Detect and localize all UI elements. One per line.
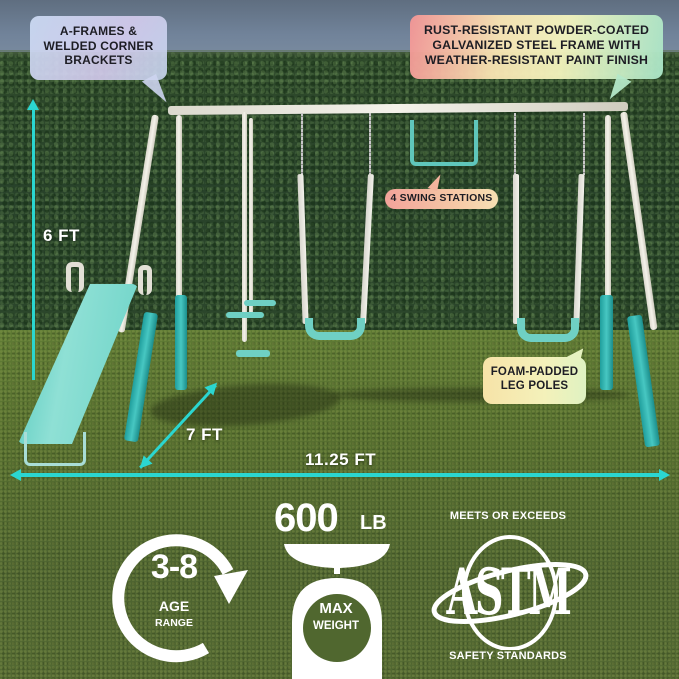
swing-strap [513,174,519,324]
arrow-head-left [10,469,21,481]
glider-rod [242,112,247,342]
belt-swing-seat [305,318,365,340]
callout-line: WELDED CORNER [43,38,154,53]
belt-swing-seat [517,318,579,342]
aframe-callout: A-FRAMES & WELDED CORNER BRACKETS [30,16,171,108]
arrow-head-up [27,99,39,110]
callout-line: LEG POLES [500,380,569,393]
right-leg-back [605,115,611,305]
swing-stations-callout: 4 SWING STATIONS [385,171,498,209]
callout-line: FOAM-PADDED [490,366,579,378]
callout-line: GALVANIZED STEEL FRAME WITH [432,38,641,52]
arrow-head-right [659,469,670,481]
age-label: AGE [158,598,190,614]
age-value: 3-8 [150,548,198,586]
foam-padding-callout: FOAM-PADDED LEG POLES [483,343,586,404]
frame-material-callout: RUST-RESISTANT POWDER-COATED GALVANIZED … [410,15,663,105]
callout-line: BRACKETS [64,53,133,68]
trapeze-bar [410,120,478,166]
depth-label: 7 FT [186,425,223,444]
right-leg-pad [600,295,613,390]
slide-handle [138,265,152,295]
left-leg-pad [175,295,187,390]
slide-foot [24,432,86,466]
swing-chain [369,113,371,175]
swing-chain [583,113,585,175]
astm-bottom-text: SAFETY STANDARDS [449,650,567,662]
astm-logo-icon [431,535,589,650]
height-label: 6 FT [43,226,80,245]
weight-unit: LB [360,512,387,534]
scale-icon [284,544,390,679]
callout-line: A-FRAMES & [59,24,138,38]
hedge-edge [0,50,679,58]
astm-logo-text: ASTM [446,554,572,630]
weight-value: 600 [274,496,339,540]
slide-handle [66,262,84,292]
arrow-line [18,473,662,477]
glider-rod [249,118,253,318]
callout-line: WEATHER-RESISTANT PAINT FINISH [424,53,649,67]
callout-line: RUST-RESISTANT POWDER-COATED [423,23,650,37]
arrow-line [32,108,35,380]
glider-seat [226,312,264,318]
left-leg-back [176,115,182,315]
astm-top-text: MEETS OR EXCEEDS [449,510,567,522]
callout-text: 4 SWING STATIONS [390,192,493,204]
weight-sublabel: WEIGHT [313,620,359,632]
weight-label: MAX [319,600,353,617]
age-sublabel: RANGE [155,617,193,629]
width-label: 11.25 FT [305,450,377,469]
glider-seat [244,300,276,306]
swing-chain [514,113,516,175]
glider-footrest [236,350,270,357]
swing-chain [301,113,303,175]
circular-arrow-icon [112,534,248,663]
